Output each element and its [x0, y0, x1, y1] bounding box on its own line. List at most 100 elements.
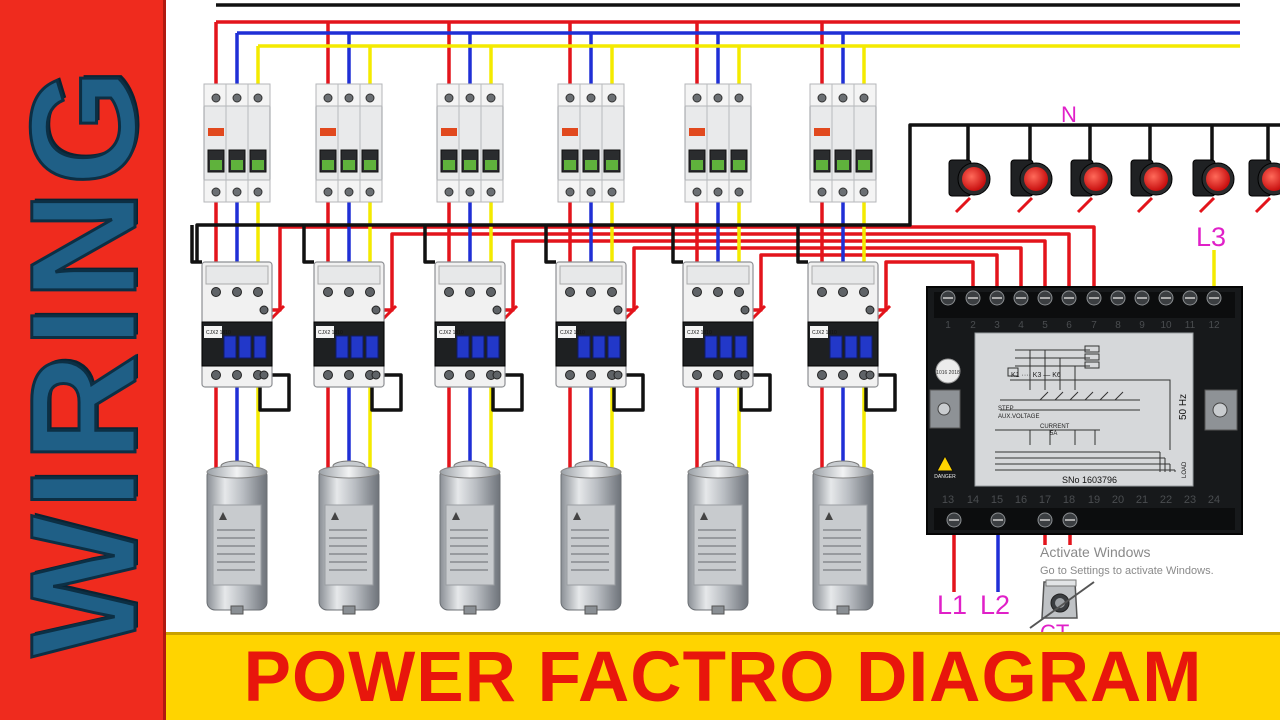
relay-step-label: STEP [998, 406, 1014, 412]
coil-neutral-drop [544, 225, 556, 264]
breaker-screw-top [859, 93, 869, 103]
contactor-top-cover [559, 265, 623, 285]
capacitor-base-stud [463, 605, 477, 615]
relay-terminal-number: 6 [1066, 320, 1072, 331]
capacitors [206, 460, 874, 615]
capacitor-base-stud [230, 605, 244, 615]
contactor-screw-bottom [444, 370, 454, 380]
breaker-toggle-indicator [837, 160, 849, 170]
contactor-screw-top [859, 287, 869, 297]
relay-serial: SNo 1603796 [1062, 475, 1117, 485]
relay-danger-label: DANGER [934, 474, 956, 480]
label-ct: CT [1040, 620, 1069, 632]
coil-neutral-loop [612, 373, 645, 412]
contactor-model-plate [437, 326, 455, 338]
breaker-screw-top [565, 93, 575, 103]
contactor-screw-bottom [713, 370, 723, 380]
relay-aux-voltage-label: AUX.VOLTAGE [998, 414, 1039, 420]
contactor-screw-top [817, 287, 827, 297]
control-wire [870, 260, 975, 312]
relay-terminal-number: 13 [942, 494, 954, 506]
contactor-contact-cover [704, 335, 718, 359]
breaker-toggle-indicator [252, 160, 264, 170]
contactor-screw-bottom [692, 370, 702, 380]
coil-neutral-loop [258, 373, 291, 412]
banner-title: POWER FACTRO DIAGRAM [243, 638, 1203, 717]
relay-terminals-top [940, 290, 1222, 306]
breaker-screw-bottom [859, 187, 869, 197]
lamp-red-lens [1262, 167, 1280, 191]
relay-current-label: CURRENT [1040, 424, 1070, 430]
lamp-red-lens [1024, 167, 1048, 191]
contactor-aux-screw [492, 305, 502, 315]
relay-terminal-number: 23 [1184, 494, 1196, 506]
contactor-aux-screw [865, 370, 875, 380]
contactor-contact-cover [223, 335, 237, 359]
relay-terminal-number: 24 [1208, 494, 1220, 506]
capacitor-base-stud [342, 605, 356, 615]
coil-neutral-drop [302, 225, 314, 264]
coil-neutral-drop [190, 225, 202, 264]
capacitor-brand-icon [825, 512, 833, 520]
relay-load-label: LOAD [1182, 461, 1188, 478]
contactor-model-text: CJX2 1810 [439, 330, 464, 336]
relay-terminal-number: 14 [967, 494, 979, 506]
coil-neutral-drop [671, 225, 683, 264]
relay-terminal-number: 15 [991, 494, 1003, 506]
relay-bottom-terminal-strip [934, 508, 1235, 530]
lamp-red-lead [1136, 196, 1154, 214]
breaker-screw-top [486, 93, 496, 103]
lamp-red-lead [1076, 196, 1094, 214]
contactor-screw-top [586, 287, 596, 297]
relay-sticker [935, 358, 961, 384]
breaker-screw-top [817, 93, 827, 103]
breaker-brand-mark [814, 128, 830, 136]
breaker-toggle-indicator [364, 160, 376, 170]
breaker-toggle-indicator [322, 160, 334, 170]
breaker-screw-top [465, 93, 475, 103]
contactor-screw-bottom [344, 370, 354, 380]
breaker-screw-bottom [444, 187, 454, 197]
relay-terminal-number: 11 [1185, 320, 1196, 331]
coil-neutral-drop [423, 225, 435, 264]
contactor-screw-bottom [838, 370, 848, 380]
capacitor-brand-icon [331, 512, 339, 520]
lamp-red-lens [1144, 167, 1168, 191]
breaker-toggle-indicator [733, 160, 745, 170]
breaker-screw-bottom [365, 187, 375, 197]
breaker-screw-top [734, 93, 744, 103]
label-neutral: N [1061, 102, 1077, 127]
contactor-aux-screw [371, 305, 381, 315]
breaker-screw-bottom [486, 187, 496, 197]
side-panel: WIRING [0, 0, 169, 720]
breaker-screw-top [838, 93, 848, 103]
contactor-top-cover [317, 265, 381, 285]
contactor-screw-bottom [565, 370, 575, 380]
capacitor-top-rim [318, 465, 380, 479]
contactor-screw-bottom [323, 370, 333, 380]
contactor-aux-screw [492, 370, 502, 380]
relay-schematic [995, 345, 1176, 472]
lamp-red-lead [1016, 196, 1034, 214]
contactor-contact-cover [592, 335, 606, 359]
coil-neutral-loop [864, 373, 897, 412]
label-l2: L2 [980, 590, 1010, 620]
relay-terminal-number: 2 [970, 320, 976, 331]
breaker-screw-top [344, 93, 354, 103]
relay-terminal-number: 12 [1208, 320, 1220, 331]
capacitor-brand-icon [219, 512, 227, 520]
breaker-screw-bottom [344, 187, 354, 197]
breaker-screw-top [253, 93, 263, 103]
control-wire [264, 225, 1096, 312]
breaker-screw-bottom [734, 187, 744, 197]
breaker-brand-mark [562, 128, 578, 136]
relay-terminal-number: 17 [1039, 494, 1051, 506]
capacitor-base-stud [584, 605, 598, 615]
capacitor-label [212, 504, 262, 586]
contactor-top-cover [438, 265, 502, 285]
contactor-model-text: CJX2 1810 [812, 330, 837, 336]
danger-icon [936, 454, 954, 472]
